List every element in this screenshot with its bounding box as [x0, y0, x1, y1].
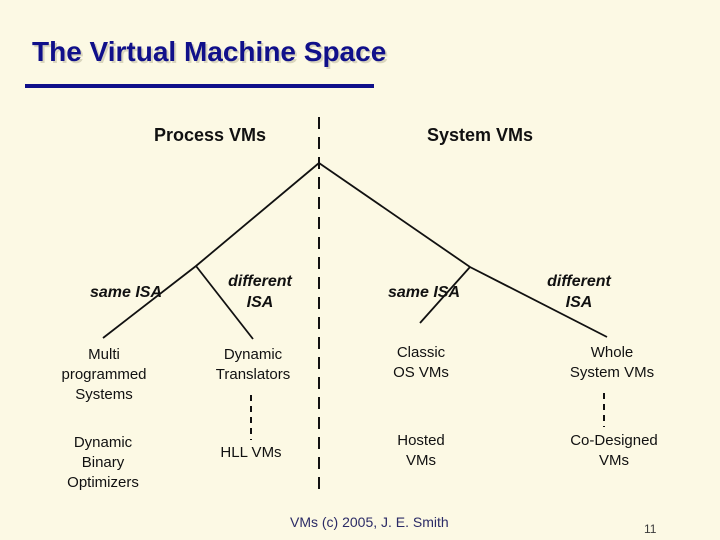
system-same-isa-label: same ISA: [387, 284, 461, 301]
process-vms-heading: Process VMs: [153, 125, 267, 145]
page-title: The Virtual Machine Space: [32, 36, 387, 67]
page-number: 11: [644, 522, 657, 536]
leaf-dynamic-binary-optimizers: Dynamic Binary Optimizers: [67, 434, 139, 491]
leaf-hosted-vms: Hosted VMs: [397, 432, 445, 469]
leaf-multiprogrammed-systems: Multi programmed Systems: [61, 346, 147, 403]
copyright-footer: VMs (c) 2005, J. E. Smith: [290, 514, 449, 530]
leaf-whole-system-vms: Whole System VMs: [569, 344, 655, 381]
leaf-co-designed-vms: Co-Designed VMs: [570, 432, 658, 469]
leaf-dynamic-translators: Dynamic Translators: [215, 346, 291, 383]
leaf-classic-os-vms: Classic OS VMs: [393, 344, 449, 381]
process-same-isa-label: same ISA: [89, 284, 163, 301]
system-different-isa-label: different ISA: [547, 273, 611, 311]
system-vms-heading: System VMs: [426, 125, 534, 145]
system-same-isa-branch-line: [419, 266, 471, 324]
title-underline: [25, 84, 374, 88]
process-different-isa-branch-line: [195, 265, 254, 340]
leaf-hll-vms: HLL VMs: [220, 444, 282, 461]
process-different-isa-label: different ISA: [228, 273, 292, 311]
